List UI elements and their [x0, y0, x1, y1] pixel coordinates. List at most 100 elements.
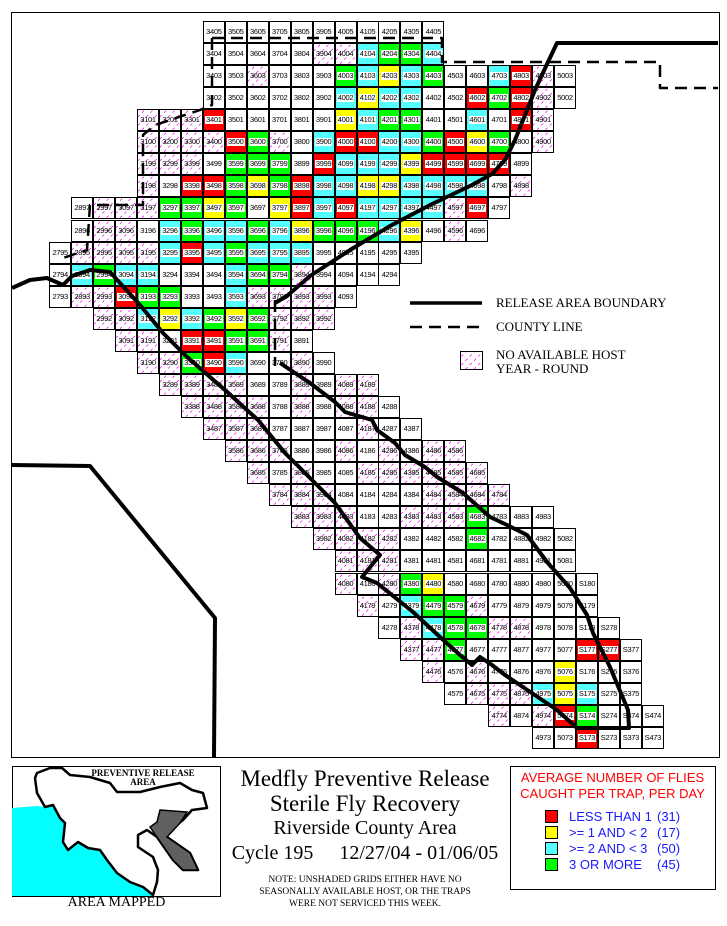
grid-cell: 2893 — [71, 285, 94, 308]
grid-cell-label: 4295 — [381, 247, 398, 257]
grid-cell-label: 3593 — [227, 291, 245, 301]
grid-cell: 3895 — [290, 241, 313, 264]
grid-cell-label: S375 — [622, 688, 640, 698]
grid-cell-label: 3191 — [140, 335, 156, 345]
grid-cell-label: 3399 — [184, 159, 200, 169]
grid-cell: 3698 — [246, 175, 269, 198]
grid-cell-label: 3886 — [293, 446, 310, 456]
grid-cell: 4103 — [356, 65, 379, 88]
grid-cell: 3597 — [224, 197, 247, 220]
grid-cell-label: 4982 — [535, 534, 551, 544]
grid-cell-label: 3301 — [184, 115, 200, 125]
grid-cell: 3789 — [268, 373, 291, 396]
grid-cell-label: 3700 — [271, 137, 288, 147]
grid-cell: 3905 — [312, 21, 335, 43]
grid-cell: 4086 — [334, 440, 357, 463]
grid-cell: 4483 — [422, 506, 445, 529]
grid-cell: 3395 — [180, 241, 203, 264]
grid-cell: S473 — [641, 726, 664, 749]
grid-cell: 3604 — [246, 43, 269, 66]
grid-cell: 3705 — [268, 21, 291, 43]
grid-cell-label: 4297 — [380, 203, 399, 213]
grid-cell-label: S173 — [577, 732, 597, 742]
grid-cell-label: 4597 — [447, 203, 464, 213]
grid-cell: 4000 — [334, 131, 357, 154]
grid-cell: 3786 — [268, 440, 291, 463]
grid-cell: 4577 — [444, 638, 467, 661]
grid-cell-label: 3200 — [162, 137, 178, 147]
grid-cell: 4586 — [444, 440, 467, 463]
grid-cell: 4780 — [488, 572, 511, 595]
inset-label: PREVENTIVE RELEASE AREA — [83, 769, 203, 787]
grid-cell-label: 3493 — [206, 291, 222, 301]
grid-cell: 4301 — [400, 109, 423, 132]
grid-cell: 3901 — [312, 109, 335, 132]
grid-cell: S176 — [576, 660, 598, 683]
grid-cell-label: 4098 — [336, 181, 355, 191]
grid-cell: 4500 — [444, 131, 467, 154]
grid-cell: 4281 — [378, 550, 401, 573]
grid-cell: 3586 — [224, 440, 247, 463]
grid-cell-label: 4701 — [491, 115, 507, 125]
grid-cell-label: 4084 — [337, 490, 354, 500]
grid-cell-label: 4782 — [491, 534, 507, 544]
grid-cell-label: 3494 — [206, 269, 222, 279]
grid-cell: 4278 — [378, 616, 401, 639]
grid-cell: 4203 — [378, 65, 401, 88]
grid-cell: 4089 — [334, 373, 357, 396]
note: NOTE: UNSHADED GRIDS EITHER HAVE NO SEAS… — [225, 874, 505, 910]
grid-cell: 4777 — [488, 638, 511, 661]
grid-cell: 4503 — [444, 65, 467, 88]
grid-cell: 3500 — [224, 131, 247, 154]
grid-cell-label: 3588 — [228, 402, 244, 412]
grid-cell-label: 4305 — [403, 27, 420, 36]
grid-cell: S376 — [619, 660, 642, 683]
grid-cell-label: 4778 — [491, 622, 507, 632]
grid-cell: 4101 — [356, 109, 379, 132]
grid-cell: 4484 — [422, 484, 445, 507]
grid-cell-label: 4402 — [425, 93, 442, 103]
grid-cell-label: 4399 — [402, 159, 421, 169]
grid-cell: 4682 — [466, 528, 489, 551]
grid-cell-label: 4294 — [381, 269, 398, 279]
grid-cell-label: 3787 — [271, 424, 288, 434]
grid-cell: 3787 — [268, 418, 291, 441]
grid-cell-label: 3598 — [227, 181, 245, 191]
grid-cell-label: 3893 — [293, 291, 310, 301]
grid-cell: 4295 — [378, 241, 401, 264]
grid-cell-label: S174 — [577, 710, 597, 720]
grid-cell-label: 3804 — [293, 49, 310, 59]
grid-cell-label: 3401 — [205, 115, 223, 125]
grid-cell-label: 4979 — [535, 600, 551, 610]
grid-cell: 3803 — [290, 65, 313, 88]
grid-cell-label: 3898 — [292, 181, 311, 191]
grid-cell-label: 5078 — [557, 622, 573, 632]
grid-cell-label: 3892 — [293, 313, 310, 323]
grid-cell-label: 4202 — [380, 93, 399, 103]
grid-cell: 5077 — [554, 638, 577, 661]
grid-cell: 4200 — [378, 131, 401, 154]
grid-cell-label: 4481 — [425, 556, 442, 566]
grid-cell-label: 4278 — [381, 622, 398, 632]
grid-cell-label: 3703 — [271, 71, 288, 81]
grid-cell: 3988 — [312, 396, 335, 419]
grid-cell-label: 4086 — [337, 446, 354, 456]
grid-cell-label: 2993 — [96, 291, 112, 301]
grid-cell-label: 3490 — [205, 357, 223, 367]
grid-cell: 3396 — [180, 219, 203, 242]
grid-cell: 3690 — [246, 351, 269, 374]
grid-cell-label: 4395 — [403, 247, 420, 257]
grid-cell: 4597 — [444, 197, 467, 220]
grid-cell-label: 4483 — [425, 512, 442, 522]
grid-cell-label: 4586 — [447, 446, 464, 456]
grid-cell: 4478 — [422, 616, 445, 639]
grid-cell-label: 4679 — [469, 600, 486, 610]
grid-cell-label: 3697 — [250, 203, 266, 213]
grid-cell: 4002 — [334, 87, 357, 110]
grid-cell-label: 4181 — [359, 556, 376, 566]
grid-cell-label: 3785 — [271, 468, 288, 478]
grid-cell: 3996 — [312, 219, 335, 242]
grid-cell: 4196 — [356, 219, 379, 242]
grid-cell: 4778 — [488, 616, 511, 639]
legend-item-count: (45) — [657, 856, 681, 872]
